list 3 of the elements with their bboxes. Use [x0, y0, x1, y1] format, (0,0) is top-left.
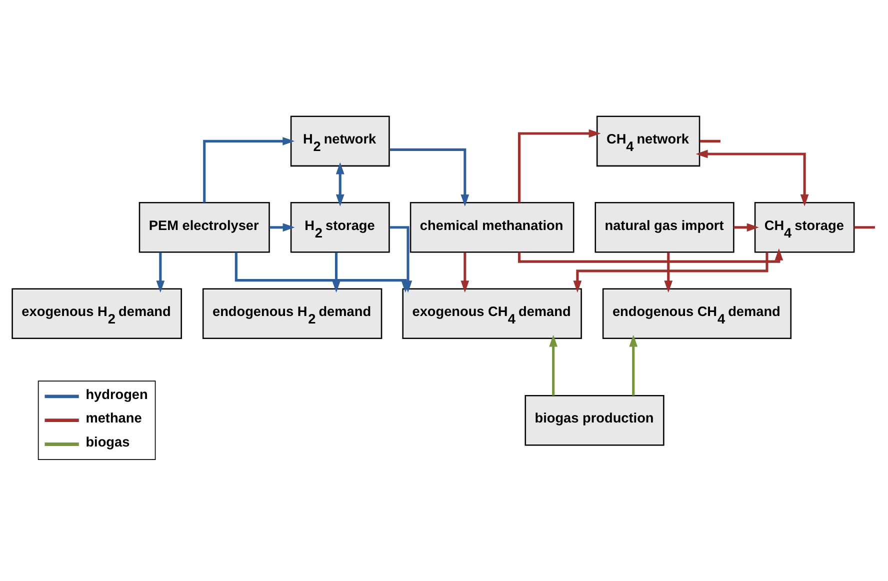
- legend-label: hydrogen: [86, 386, 148, 402]
- legend-label: biogas: [86, 434, 130, 450]
- legend-label: methane: [86, 410, 142, 426]
